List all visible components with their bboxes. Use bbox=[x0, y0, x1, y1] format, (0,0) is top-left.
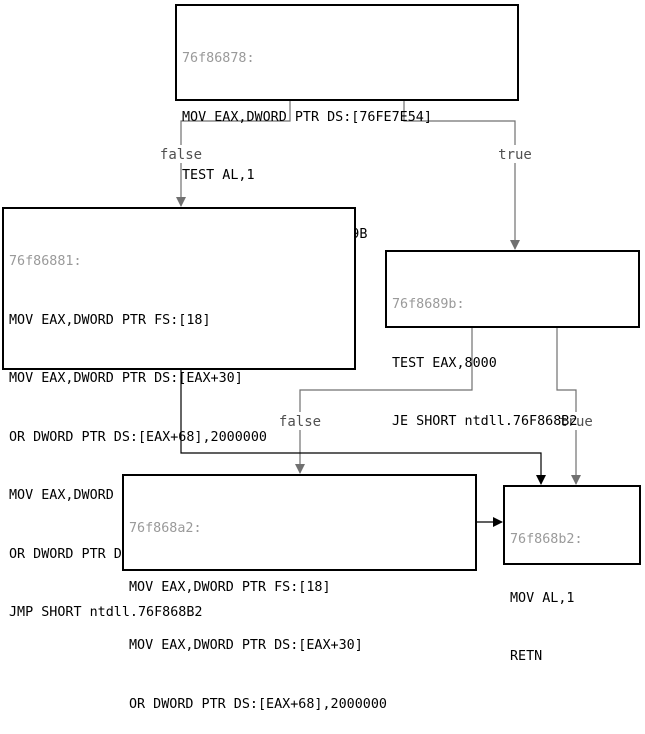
block-address: 76f8689b: bbox=[392, 297, 465, 312]
flow-edges: false true false true bbox=[152, 100, 601, 527]
edge-label-bg bbox=[490, 145, 540, 163]
block-address: 76f868b2: bbox=[510, 532, 583, 547]
edge-b3-b4 bbox=[295, 327, 473, 474]
block-address: 76f86881: bbox=[9, 254, 82, 269]
block-address: 76f868a2: bbox=[129, 521, 202, 536]
edge-label-bg bbox=[152, 145, 210, 163]
edge-label-bg bbox=[271, 412, 329, 430]
instruction-line: MOV EAX,DWORD PTR DS:[EAX+30] bbox=[129, 638, 363, 653]
instruction-line: TEST AL,1 bbox=[182, 168, 255, 183]
instruction-line: RETN bbox=[510, 649, 543, 664]
code-block-76f86881[interactable]: 76f86881: MOV EAX,DWORD PTR FS:[18] MOV … bbox=[2, 207, 356, 620]
instruction-line: JMP SHORT ntdll.76F868B2 bbox=[9, 605, 203, 620]
code-block-76f8689b[interactable]: 76f8689b: TEST EAX,8000 JE SHORT ntdll.7… bbox=[385, 250, 640, 429]
instruction-line: MOV EAX,DWORD PTR FS:[18] bbox=[129, 579, 331, 595]
instruction-line: MOV EAX,DWORD PTR DS:[76FE7E54] bbox=[182, 109, 432, 125]
code-block-76f86878[interactable]: 76f86878: MOV EAX,DWORD PTR DS:[76FE7E54… bbox=[175, 4, 519, 242]
edge-b1-b3 bbox=[403, 100, 520, 250]
instruction-line: MOV AL,1 bbox=[510, 590, 575, 606]
code-block-76f868b2[interactable]: 76f868b2: MOV AL,1 RETN bbox=[503, 485, 641, 664]
instruction-line: MOV EAX,DWORD PTR FS:[18] bbox=[9, 312, 211, 328]
code-block-76f868a2[interactable]: 76f868a2: MOV EAX,DWORD PTR FS:[18] MOV … bbox=[122, 474, 477, 712]
edge-b2-b5 bbox=[180, 369, 546, 485]
edge-b1-b2 bbox=[176, 100, 291, 207]
instruction-line: JE SHORT ntdll.76F868B2 bbox=[392, 414, 578, 429]
edge-label-false: false bbox=[160, 147, 202, 163]
instruction-line: TEST EAX,8000 bbox=[392, 355, 497, 371]
edge-b3-b5 bbox=[556, 327, 581, 485]
edge-label-true: true bbox=[559, 414, 593, 430]
edge-label-true: true bbox=[498, 147, 532, 163]
instruction-line: OR DWORD PTR DS:[EAX+68],2000000 bbox=[129, 696, 387, 712]
edge-label-false: false bbox=[279, 414, 321, 430]
instruction-line: OR DWORD PTR DS:[EAX+68],2000000 bbox=[9, 429, 267, 445]
block-address: 76f86878: bbox=[182, 51, 255, 66]
instruction-line: MOV EAX,DWORD PTR DS:[EAX+30] bbox=[9, 371, 243, 386]
edge-label-bg bbox=[551, 412, 601, 430]
